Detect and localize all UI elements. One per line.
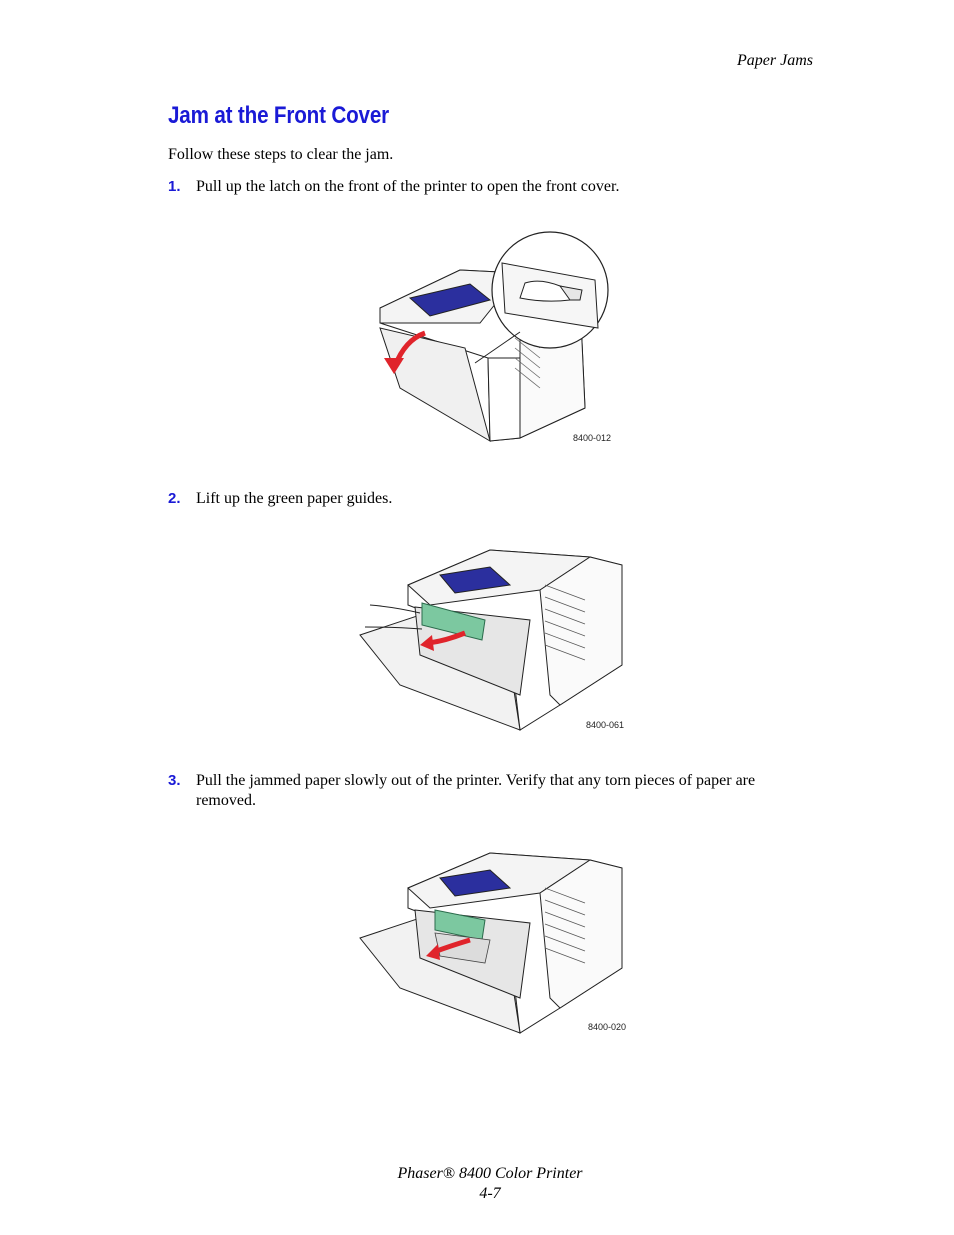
step-number: 2. [168, 490, 181, 507]
step-text: Pull the jammed paper slowly out of the … [196, 772, 756, 809]
intro-text: Follow these steps to clear the jam. [168, 146, 394, 163]
green-paper-guides [421, 602, 486, 641]
step-text: Pull up the latch on the front of the pr… [196, 178, 620, 195]
footer-page-number: 4-7 [479, 1185, 501, 1202]
figure-lift-paper-guides: 8400-061 [359, 545, 630, 735]
step-2: 2. Lift up the green paper guides. [168, 489, 808, 509]
figure-code: 8400-012 [573, 433, 612, 443]
step-number: 1. [168, 178, 181, 195]
step-3: 3. Pull the jammed paper slowly out of t… [168, 771, 808, 811]
step-text: Lift up the green paper guides. [196, 490, 393, 507]
printer-illustration [359, 549, 623, 731]
figure-code: 8400-061 [586, 720, 625, 730]
printer-illustration [379, 231, 609, 443]
footer-product: Phaser® 8400 Color Printer [397, 1165, 583, 1182]
figure-code: 8400-020 [588, 1022, 627, 1032]
printer-illustration [359, 852, 623, 1034]
section-title: Jam at the Front Cover [168, 102, 390, 129]
step-number: 3. [168, 772, 181, 789]
running-head: Paper Jams [737, 52, 813, 69]
figure-remove-jammed-paper: 8400-020 [359, 848, 630, 1038]
figure-open-front-cover: 8400-012 [370, 228, 620, 448]
step-1: 1. Pull up the latch on the front of the… [168, 177, 808, 197]
